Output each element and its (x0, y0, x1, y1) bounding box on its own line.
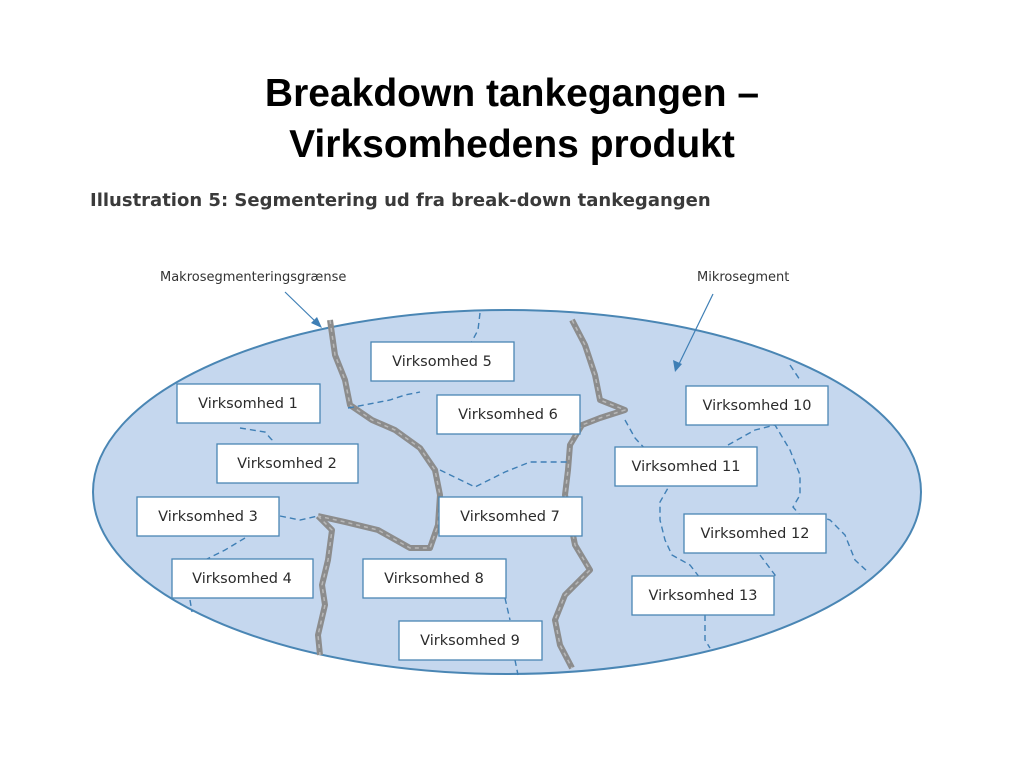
company-box-2: Virksomhed 2 (216, 443, 359, 484)
company-box-13: Virksomhed 13 (631, 575, 775, 616)
micro-boundary (204, 537, 246, 561)
company-box-1: Virksomhed 1 (176, 383, 321, 424)
micro-boundary (759, 554, 776, 581)
company-label-13: Virksomhed 13 (649, 588, 758, 604)
company-label-3: Virksomhed 3 (158, 509, 258, 525)
micro-boundary (789, 364, 801, 381)
company-box-11: Virksomhed 11 (614, 446, 758, 487)
company-box-4: Virksomhed 4 (171, 558, 314, 599)
company-box-7: Virksomhed 7 (438, 496, 583, 537)
company-box-8: Virksomhed 8 (362, 558, 507, 599)
micro-callout-arrow (673, 293, 714, 372)
company-label-5: Virksomhed 5 (392, 354, 492, 370)
micro-boundary (189, 599, 193, 613)
company-label-8: Virksomhed 8 (384, 571, 484, 587)
micro-boundary (439, 461, 568, 488)
company-label-6: Virksomhed 6 (458, 407, 558, 423)
macro-callout-label: Makrosegmenteringsgrænse (160, 270, 346, 285)
company-box-3: Virksomhed 3 (136, 496, 280, 537)
macro-callout-arrow (284, 291, 322, 328)
slide-title-line-2: Virksomhedens produkt (289, 123, 735, 167)
company-label-2: Virksomhed 2 (237, 456, 337, 472)
company-box-10: Virksomhed 10 (685, 385, 829, 426)
micro-boundary (347, 391, 421, 409)
company-label-12: Virksomhed 12 (701, 526, 810, 542)
micro-boundary (469, 312, 481, 346)
company-label-9: Virksomhed 9 (420, 633, 520, 649)
company-box-6: Virksomhed 6 (436, 394, 581, 435)
micro-boundary (704, 615, 711, 649)
micro-boundary (514, 659, 519, 676)
company-label-1: Virksomhed 1 (198, 396, 298, 412)
company-label-7: Virksomhed 7 (460, 509, 560, 525)
company-box-5: Virksomhed 5 (370, 341, 515, 382)
company-label-11: Virksomhed 11 (632, 459, 741, 475)
micro-boundary (504, 597, 511, 621)
company-label-4: Virksomhed 4 (192, 571, 292, 587)
company-box-9: Virksomhed 9 (398, 620, 543, 661)
company-label-10: Virksomhed 10 (703, 398, 812, 414)
micro-boundary (624, 419, 701, 579)
micro-callout-label: Mikrosegment (697, 270, 789, 285)
macro-boundaries (315, 318, 628, 670)
illustration-title: Illustration 5: Segmentering ud fra brea… (90, 190, 711, 211)
slide-title-line-1: Breakdown tankegangen – (264, 72, 760, 116)
slide-title: Breakdown tankegangen – Virksomhedens pr… (0, 68, 1024, 170)
company-box-12: Virksomhed 12 (683, 513, 827, 554)
micro-boundary (279, 515, 319, 521)
